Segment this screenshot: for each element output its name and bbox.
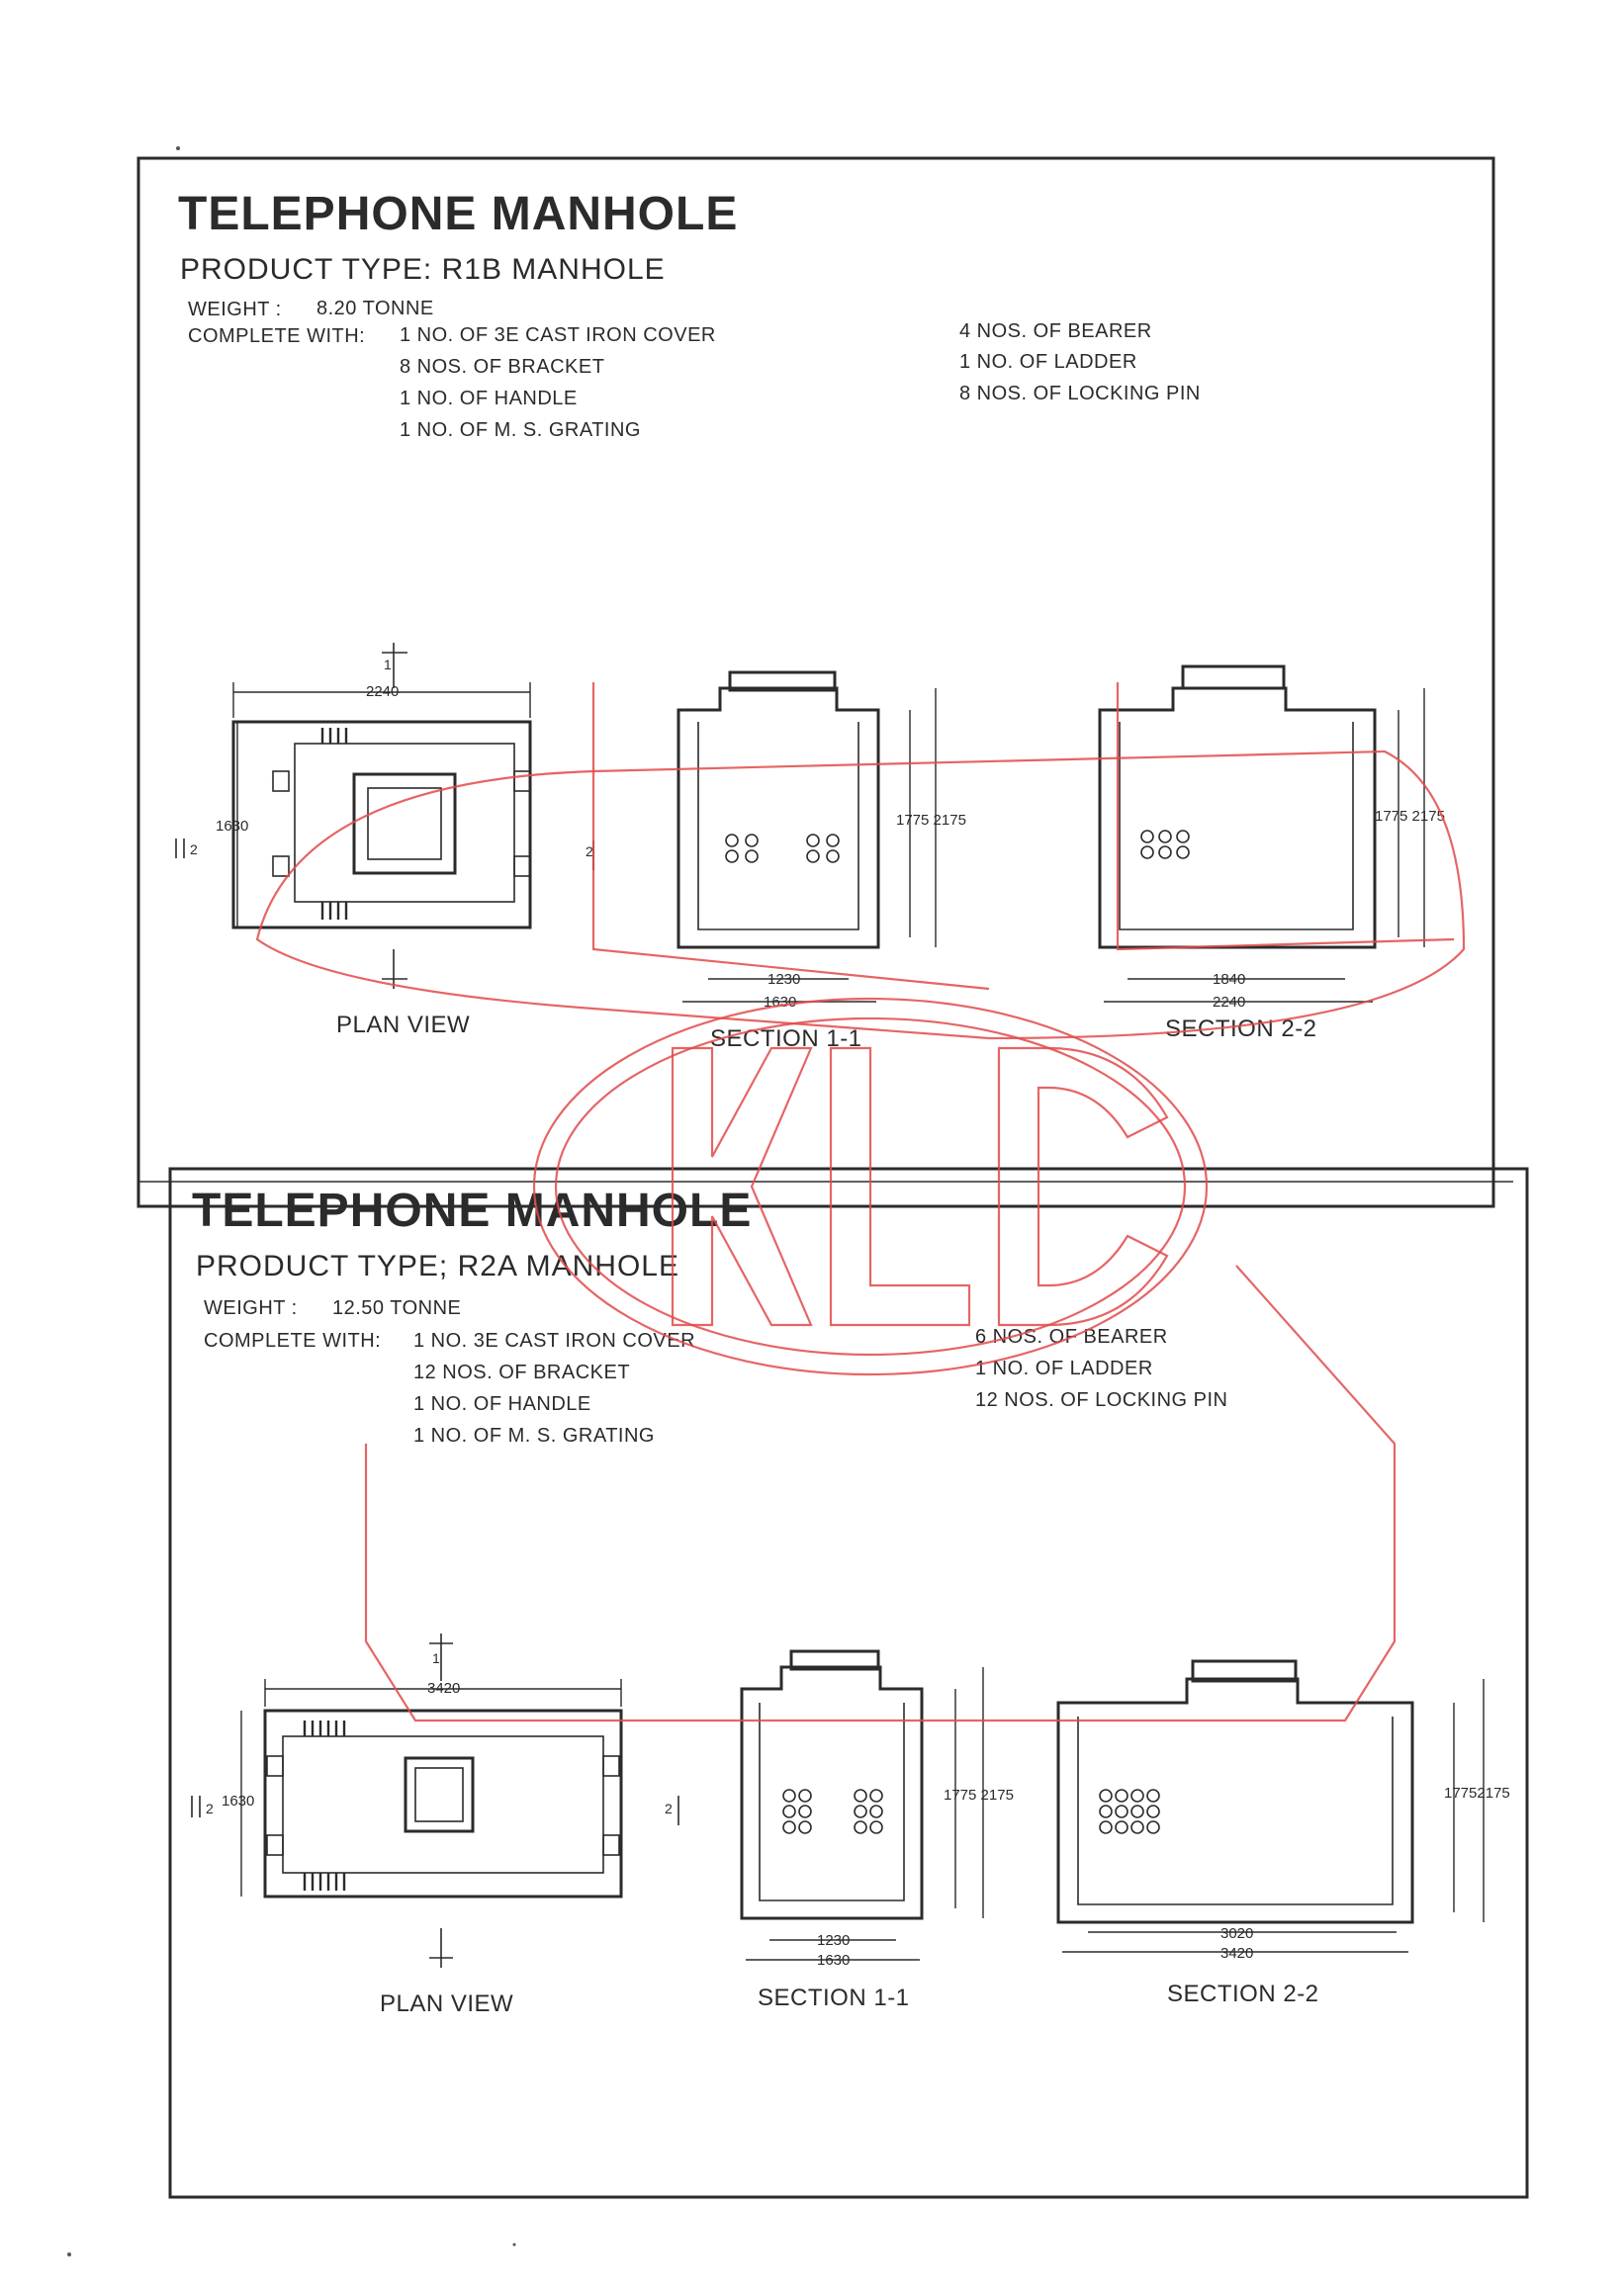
product-type: PRODUCT TYPE; R2A MANHOLE (196, 1250, 679, 1282)
sheet-r1b: TELEPHONE MANHOLE PRODUCT TYPE: R1B MANH… (175, 188, 1445, 1052)
section-1-1-r1b: 1775 2175 1230 1630 2 SECTION 1-1 (586, 670, 966, 1052)
item-left-2: 8 NOS. OF BRACKET (400, 356, 604, 378)
item-left-4: 1 NO. OF M. S. GRATING (413, 1425, 655, 1447)
plan-height-dim: 1630 (216, 818, 248, 835)
section-2-2-caption: SECTION 2-2 (1167, 1981, 1319, 2007)
section-mark-2: 2 (190, 841, 198, 857)
plan-width-dim: 2240 (366, 683, 399, 700)
item-left-3: 1 NO. OF HANDLE (413, 1393, 591, 1415)
section-mark-2: 2 (206, 1801, 214, 1816)
complete-with-label: COMPLETE WITH: (188, 325, 365, 347)
sheet-title: TELEPHONE MANHOLE (192, 1185, 752, 1237)
weight-value: 8.20 TONNE (316, 298, 434, 319)
section-1-1-r2a: 1775 2175 1230 1630 2 SECTION 1-1 (665, 1649, 1014, 2011)
plan-view-r1b: 2240 1630 1 2 PLAN VIEW (175, 643, 532, 1038)
item-right-3: 12 NOS. OF LOCKING PIN (975, 1389, 1228, 1411)
sheet-r2a: TELEPHONE MANHOLE PRODUCT TYPE; R2A MANH… (191, 1185, 1510, 2017)
complete-with-label: COMPLETE WITH: (204, 1330, 381, 1352)
sheet-title: TELEPHONE MANHOLE (178, 188, 738, 240)
plan-view-caption: PLAN VIEW (336, 1012, 470, 1038)
section-height-dim: 1775 2175 (944, 1787, 1014, 1804)
svg-text:2: 2 (586, 843, 593, 859)
item-left-4: 1 NO. OF M. S. GRATING (400, 419, 641, 441)
section-2-2-r1b: 1775 2175 1840 2240 SECTION 2-2 (1098, 664, 1445, 1042)
product-type: PRODUCT TYPE: R1B MANHOLE (180, 253, 666, 286)
section-1-1-caption: SECTION 1-1 (758, 1985, 910, 2011)
item-right-2: 1 NO. OF LADDER (975, 1358, 1153, 1379)
section-mark-1: 1 (384, 657, 392, 672)
plan-height-dim: 1630 (222, 1793, 254, 1810)
item-left-3: 1 NO. OF HANDLE (400, 388, 578, 409)
item-right-3: 8 NOS. OF LOCKING PIN (959, 383, 1201, 404)
item-right-1: 4 NOS. OF BEARER (959, 320, 1152, 342)
drawing-border (136, 156, 1529, 2199)
section-inner-dim: 1840 (1213, 971, 1245, 988)
section-outer-dim: 3420 (1220, 1945, 1253, 1962)
item-right-2: 1 NO. OF LADDER (959, 351, 1137, 373)
plan-width-dim: 3420 (427, 1680, 460, 1697)
weight-value: 12.50 TONNE (332, 1297, 461, 1319)
section-outer-dim: 1630 (817, 1952, 850, 1969)
kle-watermark-logo (255, 682, 1466, 1722)
item-left-2: 12 NOS. OF BRACKET (413, 1362, 630, 1383)
section-height-dim: 1775 2175 (896, 812, 966, 829)
scan-marks (67, 146, 516, 2256)
weight-label: WEIGHT : (188, 299, 282, 320)
section-2-2-caption: SECTION 2-2 (1165, 1016, 1317, 1042)
svg-text:2: 2 (665, 1801, 673, 1816)
section-height-dim: 1775 2175 (1375, 808, 1445, 825)
section-height-dim: 17752175 (1444, 1785, 1510, 1802)
plan-view-caption: PLAN VIEW (380, 1990, 513, 2017)
section-inner-dim: 1230 (767, 971, 800, 988)
plan-view-r2a: 3420 1630 1 2 PLAN VIEW (191, 1634, 623, 2017)
section-inner-dim: 3020 (1220, 1925, 1253, 1942)
section-2-2-r2a: 17752175 3020 3420 SECTION 2-2 (1056, 1659, 1510, 2007)
section-mark-1: 1 (432, 1650, 440, 1666)
item-left-1: 1 NO. OF 3E CAST IRON COVER (400, 324, 716, 346)
section-inner-dim: 1230 (817, 1932, 850, 1949)
weight-label: WEIGHT : (204, 1297, 298, 1319)
section-outer-dim: 2240 (1213, 994, 1245, 1011)
item-left-1: 1 NO. 3E CAST IRON COVER (413, 1330, 695, 1352)
